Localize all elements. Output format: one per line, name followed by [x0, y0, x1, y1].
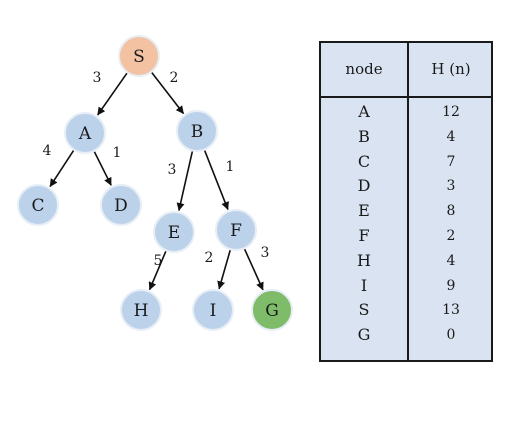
node-a: A [64, 112, 106, 154]
edge-e-h [148, 251, 167, 291]
edge-a-c [49, 150, 75, 188]
edge-s-a [96, 72, 128, 116]
heuristic-table-header: node H (n) [321, 43, 491, 98]
node-b: B [176, 110, 218, 152]
edge-cost-b-e: 3 [168, 162, 177, 178]
edge-cost-s-b: 2 [170, 70, 179, 86]
node-f: F [215, 209, 257, 251]
row-heuristic: 13 [442, 302, 460, 319]
row-node: I [360, 275, 368, 295]
edge-cost-a-d: 1 [113, 145, 122, 161]
edge-cost-f-i: 2 [205, 250, 214, 266]
node-label-s: S [133, 47, 145, 67]
node-e: E [153, 211, 195, 253]
node-circle-e [153, 211, 195, 253]
node-c: C [17, 184, 59, 226]
node-label-h: H [134, 301, 149, 321]
edge-f-g [243, 248, 264, 291]
edge-cost-s-a: 3 [93, 70, 102, 86]
column-divider [407, 43, 409, 360]
node-circle-i [192, 289, 234, 331]
node-label-c: C [31, 196, 44, 216]
node-label-a: A [78, 124, 92, 144]
edge-cost-f-g: 3 [261, 245, 270, 261]
table-row: S 13 [321, 298, 491, 322]
row-node: C [357, 151, 371, 171]
node-circle-b [176, 110, 218, 152]
node-label-f: F [230, 221, 242, 241]
header-node: node [345, 60, 383, 78]
node-d: D [100, 184, 142, 226]
row-heuristic: 7 [446, 153, 456, 170]
search-tree-diagram: 3 2 4 1 3 1 5 2 3 S A B C D E F H I G [17, 35, 293, 331]
row-heuristic: 4 [446, 128, 456, 145]
node-circle-d [100, 184, 142, 226]
edge-b-e [176, 151, 194, 212]
header-heuristic: H (n) [431, 60, 471, 78]
edge-cost-b-f: 1 [226, 159, 235, 175]
row-node: E [358, 201, 370, 221]
node-i: I [192, 289, 234, 331]
row-heuristic: 0 [446, 327, 456, 344]
row-node: H [357, 250, 371, 270]
row-heuristic: 4 [446, 252, 456, 269]
node-label-i: I [210, 301, 217, 321]
row-node: A [358, 102, 370, 121]
edge-s-b [151, 72, 185, 115]
edge-cost-e-h: 5 [154, 253, 163, 269]
node-circle-g [251, 289, 293, 331]
node-h: H [120, 289, 162, 331]
row-heuristic: 2 [446, 228, 456, 244]
edge-f-i [217, 249, 231, 290]
node-circle-s [118, 35, 160, 77]
edge-b-f [203, 150, 229, 210]
node-circle-a [64, 112, 106, 154]
edge-a-d [93, 151, 112, 186]
row-heuristic: 3 [446, 178, 456, 195]
edge-cost-a-c: 4 [43, 143, 52, 159]
row-node: B [358, 126, 370, 146]
node-label-d: D [114, 196, 128, 216]
row-node: S [358, 300, 370, 320]
node-circle-c [17, 184, 59, 226]
table-row: A 12 [321, 100, 491, 124]
row-heuristic: 8 [446, 203, 456, 220]
node-circle-h [120, 289, 162, 331]
row-node: F [358, 226, 370, 245]
node-label-e: E [168, 223, 180, 243]
node-s: S [118, 35, 160, 77]
row-node: G [357, 325, 371, 345]
node-circle-f [215, 209, 257, 251]
node-g: G [251, 289, 293, 331]
row-heuristic: 9 [446, 277, 456, 294]
row-heuristic: 12 [442, 104, 460, 120]
node-label-g: G [265, 301, 279, 321]
row-node: D [357, 176, 371, 196]
node-label-b: B [191, 122, 204, 142]
